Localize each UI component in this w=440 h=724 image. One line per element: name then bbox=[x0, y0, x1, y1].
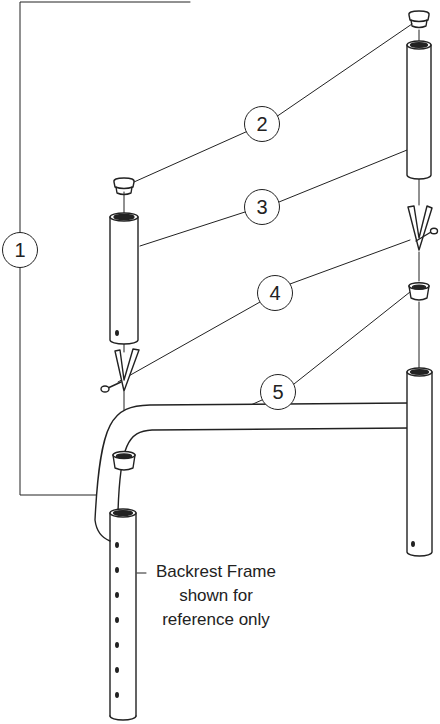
callout-circle: 3 bbox=[244, 189, 280, 225]
callout-number: 1 bbox=[14, 240, 25, 260]
callout-circle: 2 bbox=[244, 106, 280, 142]
reference-note: Backrest Frame shown for reference only bbox=[149, 560, 283, 632]
callout-number: 3 bbox=[256, 197, 267, 217]
callout-circle: 4 bbox=[257, 275, 293, 311]
callout-circle: 5 bbox=[260, 374, 296, 410]
callout-number: 2 bbox=[256, 114, 267, 134]
left-parts bbox=[101, 178, 139, 470]
callout-circle: 1 bbox=[2, 232, 38, 268]
backrest-frame bbox=[95, 368, 432, 720]
right-parts bbox=[407, 11, 438, 300]
callout-number: 4 bbox=[269, 283, 280, 303]
callout-number: 5 bbox=[272, 382, 283, 402]
leader-lines bbox=[20, 2, 412, 573]
